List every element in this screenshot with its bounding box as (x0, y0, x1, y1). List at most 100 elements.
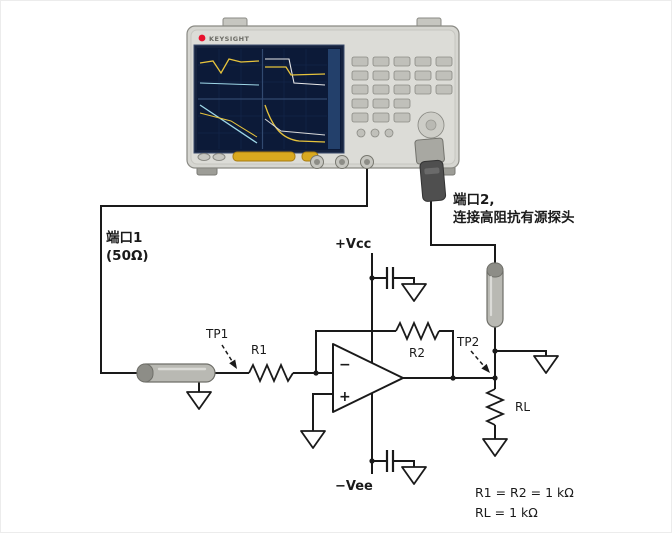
keypad-key (435, 70, 453, 81)
trace-br-yellow (264, 104, 326, 143)
keypad-key (414, 84, 432, 95)
keypad-key (351, 98, 369, 109)
port1-cable-wire (100, 167, 368, 374)
keypad-key (372, 84, 390, 95)
keypad-key (414, 56, 432, 67)
trace-tl-yellow (199, 58, 260, 75)
junction-dot (313, 370, 319, 376)
port1-label-line2: (50Ω) (106, 248, 149, 264)
keypad-key (372, 70, 390, 81)
ground-icon (401, 466, 427, 485)
bnc-connector-center (364, 159, 370, 165)
tp1-label: TP1 (205, 327, 228, 341)
opamp-minus-sign: − (339, 357, 351, 373)
r2-label: R2 (409, 346, 425, 360)
trace-bl-yellow (199, 112, 258, 138)
tp1-arrowhead (229, 359, 237, 369)
round-button (384, 128, 394, 138)
resistor-r1 (248, 362, 294, 384)
keypad-key (372, 56, 390, 67)
screen-menu-strip (328, 49, 340, 149)
keypad-key (393, 70, 411, 81)
vee-cap-lead-right (393, 460, 415, 467)
junction-dot (492, 348, 498, 354)
opamp: − + (332, 343, 404, 413)
tp1-arrow-line (221, 344, 233, 362)
trace-tr-white (265, 58, 326, 86)
keypad-key (351, 112, 369, 123)
junction-dot (492, 375, 498, 381)
port2-label-line1: 端口2, (453, 191, 495, 208)
bnc-connectors (310, 155, 374, 169)
keypad-key (372, 112, 390, 123)
ground-icon (186, 391, 212, 410)
probe-adapter (414, 137, 445, 165)
ground-icon (482, 438, 508, 457)
bnc-connector-center (314, 159, 320, 165)
keypad-key (351, 84, 369, 95)
power-button (197, 153, 211, 161)
network-analyzer: KEYSIGHT (186, 17, 460, 176)
decoupling-capacitors (385, 267, 395, 472)
active-probe-barrel (486, 262, 504, 328)
tp2-arrowhead (481, 363, 490, 373)
opamp-triangle (332, 343, 404, 413)
r1-label: R1 (251, 343, 267, 357)
trace-tl-cyan (199, 82, 260, 86)
keypad-key (393, 98, 411, 109)
junction-dots (313, 275, 498, 464)
round-button (356, 128, 366, 138)
keysight-logo-icon (198, 34, 206, 42)
circuit-wires (100, 167, 547, 474)
junction-dot (369, 458, 375, 464)
resistor-rl (484, 388, 506, 426)
coax-cable-port1 (136, 363, 216, 383)
tp2-label: TP2 (456, 335, 479, 349)
probe-body (419, 159, 447, 202)
yellow-accent-strip (232, 151, 296, 162)
keypad-key (351, 56, 369, 67)
trace-br-white (264, 118, 326, 136)
screen-traces (199, 58, 326, 144)
rl-label: RL (515, 400, 530, 414)
plus-input-ground-wire (312, 393, 333, 431)
keypad-key (393, 84, 411, 95)
keypad-key (393, 112, 411, 123)
port2-label-line2: 连接高阻抗有源探头 (453, 209, 575, 226)
vcc-label: +Vcc (335, 237, 371, 252)
rotary-knob-center (425, 119, 437, 131)
trace-bl-cyan (199, 104, 258, 144)
ground-icon (533, 355, 559, 374)
note-line1: R1 = R2 = 1 kΩ (475, 485, 574, 500)
analyzer-keypad (351, 56, 453, 139)
probe-body-detail (424, 167, 440, 175)
testpoint-arrows (221, 344, 490, 373)
junction-dot (369, 275, 375, 281)
ground-icon (300, 430, 326, 449)
probe-cable-wire (430, 199, 496, 263)
keypad-key (393, 56, 411, 67)
resistor-r2 (395, 320, 440, 342)
analyzer-screen (193, 44, 345, 154)
tp2-arrow-line (470, 350, 484, 366)
keypad-key (351, 70, 369, 81)
keypad-key (414, 70, 432, 81)
feedback-wire-left (315, 330, 396, 373)
usb-port (212, 153, 226, 161)
probe-ground-branch (495, 350, 547, 356)
junction-dot (450, 375, 456, 381)
keypad-key (435, 56, 453, 67)
trace-tr-yellow (265, 66, 326, 76)
bnc-connector-center (339, 159, 345, 165)
round-button (370, 128, 380, 138)
active-probe (414, 137, 447, 202)
ground-icon (401, 283, 427, 302)
keypad-key (435, 84, 453, 95)
feedback-wire-right (439, 330, 454, 378)
keypad-key (372, 98, 390, 109)
note-line2: RL = 1 kΩ (475, 505, 538, 520)
vcc-cap-lead-right (393, 277, 415, 284)
brand-label: KEYSIGHT (209, 35, 250, 43)
